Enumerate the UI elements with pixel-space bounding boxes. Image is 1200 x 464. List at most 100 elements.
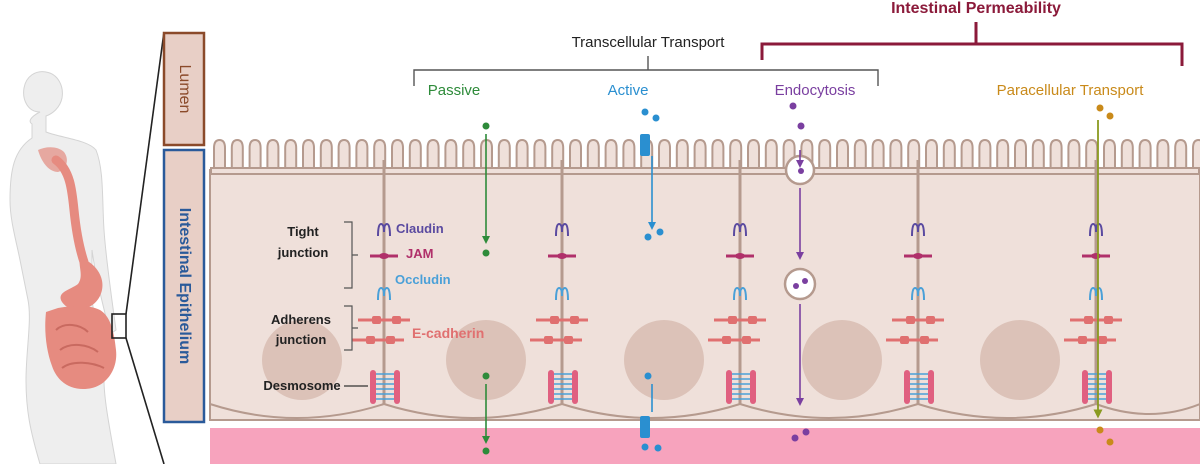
e-cadherin-domain: [926, 316, 935, 324]
e-cadherin-domain: [722, 336, 731, 344]
desmosome-plaque: [394, 370, 400, 404]
microvillus: [355, 138, 369, 172]
e-cadherin-domain: [1078, 336, 1087, 344]
passive-label: Passive: [428, 82, 481, 99]
zoom-line-bottom: [125, 337, 165, 464]
epithelial-cells: [209, 138, 1200, 421]
claudin-protein: [377, 222, 391, 237]
microvillus: [747, 138, 760, 172]
microvillus: [1138, 138, 1152, 172]
paracellular-route: [1093, 104, 1114, 446]
transcellular-title: Transcellular Transport: [572, 34, 726, 51]
endocytosis-label: Endocytosis: [775, 82, 856, 99]
occludin-protein: [377, 286, 391, 301]
microvillus: [302, 138, 315, 172]
microvillus: [942, 138, 956, 172]
intestinal-permeability-title: Intestinal Permeability: [891, 0, 1061, 17]
microvillus: [693, 138, 707, 172]
claudin-protein: [733, 222, 747, 237]
molecule-dot: [482, 249, 490, 257]
microvillus: [818, 138, 832, 172]
microvillus: [604, 138, 618, 172]
tight-junction-label-2: junction: [277, 245, 329, 260]
microvillus: [925, 138, 938, 172]
adherens-junction-label-2: junction: [275, 332, 327, 347]
microvillus: [248, 138, 262, 172]
microvillus: [373, 138, 387, 172]
e-cadherin-domain: [748, 316, 757, 324]
basolateral-layer: [210, 428, 1200, 464]
microvillus: [1031, 138, 1045, 172]
microvillus: [230, 138, 244, 172]
microvillus: [533, 138, 547, 172]
nucleus: [446, 320, 526, 400]
nucleus: [262, 320, 342, 400]
microvillus: [391, 138, 404, 172]
desmosome-plaque: [1106, 370, 1112, 404]
microvillus: [960, 138, 974, 172]
microvillus: [586, 138, 600, 172]
microvillus: [319, 138, 333, 172]
microvillus: [1174, 138, 1188, 172]
microvillus: [266, 138, 280, 172]
human-figure-illustration: [9, 71, 127, 464]
e-cadherin-domain: [1104, 316, 1113, 324]
microvillus: [1192, 138, 1200, 172]
junction-complex: [886, 222, 944, 404]
e-cadherin-domain: [1098, 336, 1107, 344]
microvillus: [978, 138, 992, 172]
e-cadherin-domain: [900, 336, 909, 344]
microvillus: [408, 138, 422, 172]
active-route: [640, 108, 664, 452]
permeability-bracket: [760, 22, 1184, 66]
microvillus: [1156, 138, 1170, 172]
e-cadherin-domain: [906, 316, 915, 324]
jam-protein-core: [913, 253, 923, 259]
occludin-label: Occludin: [395, 272, 451, 287]
e-cadherin-domain: [920, 336, 929, 344]
junction-complex: [352, 222, 410, 404]
junction-complex: [708, 222, 766, 404]
transporter-protein-apical: [640, 134, 650, 156]
junction-complex: [530, 222, 588, 404]
e-cadherin-domain: [1084, 316, 1093, 324]
e-cadherin-domain: [544, 336, 553, 344]
desmosome-plaque: [726, 370, 732, 404]
nucleus: [624, 320, 704, 400]
jam-protein-core: [379, 253, 389, 259]
occludin-protein: [1089, 286, 1103, 301]
molecule-dot: [482, 447, 490, 455]
claudin-protein: [911, 222, 925, 237]
paracellular-label: Paracellular Transport: [997, 82, 1145, 99]
epithelium-box: [162, 148, 206, 424]
jam-label: JAM: [406, 246, 433, 261]
claudin-protein: [1089, 222, 1103, 237]
jam-protein-core: [557, 253, 567, 259]
molecule-dot: [482, 122, 490, 130]
microvillus: [853, 138, 867, 172]
microvillus: [1049, 138, 1063, 172]
desmosome-plaque: [548, 370, 554, 404]
endosome-vesicle: [783, 267, 817, 301]
e-cadherin-label: E-cadherin: [412, 325, 484, 341]
endocytosis-route: [783, 102, 817, 442]
microvillus: [1014, 138, 1027, 172]
microvillus: [675, 138, 689, 172]
e-cadherin-domain: [570, 316, 579, 324]
microvillus: [907, 138, 921, 172]
lumen-label: Lumen: [176, 65, 193, 114]
epithelium-label: Intestinal Epithelium: [176, 208, 193, 364]
microvillus: [284, 138, 298, 172]
microvillus: [1085, 138, 1099, 172]
microvillus: [426, 138, 440, 172]
zoom-box: [111, 313, 127, 339]
occludin-protein: [911, 286, 925, 301]
microvillus: [871, 138, 885, 172]
junction-complex: [1064, 222, 1122, 404]
microvillus: [996, 138, 1010, 172]
microvillus: [569, 138, 582, 172]
microvillus: [1103, 138, 1116, 172]
active-label: Active: [608, 82, 649, 99]
lumen-box: [162, 31, 206, 147]
